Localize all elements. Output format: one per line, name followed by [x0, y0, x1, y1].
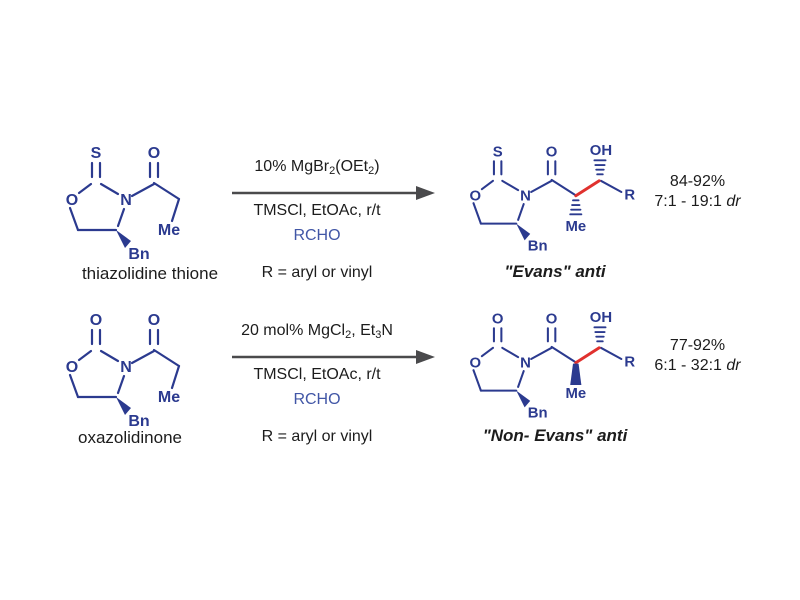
- product-name-1: "Evans" anti: [504, 262, 606, 281]
- conditions-below-arrow-1: TMSCl, EtOAc, r/t: [253, 202, 381, 219]
- conditions-above-arrow-1: 10% MgBr2(OEt2): [217, 158, 417, 177]
- group-label-r: R: [624, 354, 635, 370]
- group-label-benzyl: Bn: [528, 239, 548, 255]
- conditions-below-arrow-2: TMSCl, EtOAc, r/t: [253, 366, 381, 383]
- atom-label-nitrogen: N: [520, 188, 531, 204]
- atom-label-acyl-oxygen: O: [546, 145, 558, 161]
- subscript: 2: [368, 165, 375, 177]
- reagent-text: N: [381, 322, 393, 339]
- atom-label-acyl-oxygen: O: [546, 312, 558, 328]
- bn-stereo-wedge: [116, 230, 131, 248]
- aldehyde-reagent-1: RCHO: [293, 227, 341, 244]
- group-label-benzyl: Bn: [528, 406, 548, 422]
- results-2: 77-92% 6:1 - 32:1 dr: [620, 336, 775, 376]
- structure-oxazolidinone: O O N O Me Bn: [66, 312, 181, 430]
- reactant-name-1: thiazolidine thione: [81, 264, 219, 283]
- atom-label-carbonyl-oxygen: O: [90, 312, 102, 329]
- r-group-definition-1: R = aryl or vinyl: [261, 264, 373, 281]
- results-1: 84-92% 7:1 - 19:1 dr: [620, 172, 775, 212]
- atom-label-acyl-oxygen: O: [148, 145, 160, 162]
- dr-value: 6:1 - 32:1: [654, 357, 722, 374]
- structure-evans-anti-product: S O N O Me Bn OH R: [470, 143, 636, 255]
- arrowhead-icon: [416, 186, 435, 200]
- group-label-r: R: [624, 187, 635, 203]
- group-label-hydroxyl: OH: [590, 143, 612, 159]
- subscript: 2: [329, 165, 336, 177]
- atom-label-thione-sulfur: S: [493, 145, 503, 161]
- highlighted-anti-bond: [574, 179, 601, 198]
- bond-lines: [472, 160, 623, 225]
- aldehyde-reagent-2: RCHO: [293, 391, 341, 408]
- atom-label-nitrogen: N: [120, 359, 132, 376]
- atom-label-nitrogen: N: [120, 192, 132, 209]
- bond-lines: [472, 327, 623, 392]
- reaction-arrow-1: [232, 186, 435, 200]
- atom-label-acyl-oxygen: O: [148, 312, 160, 329]
- dr-range-2: 6:1 - 32:1 dr: [620, 356, 775, 376]
- group-label-methyl: Me: [565, 386, 586, 402]
- conditions-above-arrow-2: 20 mol% MgCl2, Et3N: [217, 322, 417, 341]
- atom-label-ring-oxygen: O: [66, 359, 78, 376]
- atom-label-nitrogen: N: [520, 355, 531, 371]
- reagent-text: , Et: [351, 322, 376, 339]
- dr-value: 7:1 - 19:1: [654, 193, 722, 210]
- atom-label-ring-oxygen: O: [470, 188, 482, 204]
- product-name-2: "Non- Evans" anti: [482, 426, 628, 445]
- yield-range-1: 84-92%: [669, 173, 726, 190]
- atom-label-ring-oxygen: O: [66, 192, 78, 209]
- methyl-solid-wedge: [570, 363, 582, 386]
- arrowhead-icon: [416, 350, 435, 364]
- atom-label-carbonyl-oxygen: O: [492, 312, 504, 328]
- bond-lines: [68, 328, 181, 399]
- group-label-methyl: Me: [158, 389, 180, 406]
- group-label-benzyl: Bn: [128, 246, 149, 263]
- dr-unit: dr: [726, 357, 741, 374]
- group-label-hydroxyl: OH: [590, 310, 612, 326]
- yield-range-2: 77-92%: [669, 337, 726, 354]
- dr-unit: dr: [726, 193, 741, 210]
- reagent-text: 10% MgBr: [254, 158, 330, 175]
- subscript: 2: [345, 329, 352, 341]
- bond-lines: [68, 161, 181, 232]
- group-label-methyl: Me: [565, 219, 586, 235]
- hydroxyl-hashed-wedge: [593, 159, 607, 176]
- hydroxyl-hashed-wedge: [593, 326, 607, 343]
- methyl-hashed-wedge: [569, 199, 583, 216]
- reaction-arrow-2: [232, 350, 435, 364]
- group-label-methyl: Me: [158, 222, 180, 239]
- group-label-benzyl: Bn: [128, 413, 149, 430]
- bn-stereo-wedge: [116, 397, 131, 415]
- highlighted-anti-bond: [574, 346, 601, 365]
- bn-stereo-wedge: [516, 223, 531, 241]
- subscript: 3: [375, 329, 382, 341]
- reagent-text: ): [374, 158, 380, 175]
- atom-label-ring-oxygen: O: [470, 355, 482, 371]
- reactant-name-2: oxazolidinone: [78, 428, 182, 447]
- reagent-text: (OEt: [335, 158, 369, 175]
- atom-label-thione-sulfur: S: [91, 145, 102, 162]
- dr-range-1: 7:1 - 19:1 dr: [620, 192, 775, 212]
- structure-thiazolidine-thione: S O N O Me Bn: [66, 145, 181, 263]
- bn-stereo-wedge: [516, 390, 531, 408]
- r-group-definition-2: R = aryl or vinyl: [261, 428, 373, 445]
- reagent-text: 20 mol% MgCl: [241, 322, 346, 339]
- structure-non-evans-anti-product: O O N O Me Bn OH R: [470, 310, 636, 422]
